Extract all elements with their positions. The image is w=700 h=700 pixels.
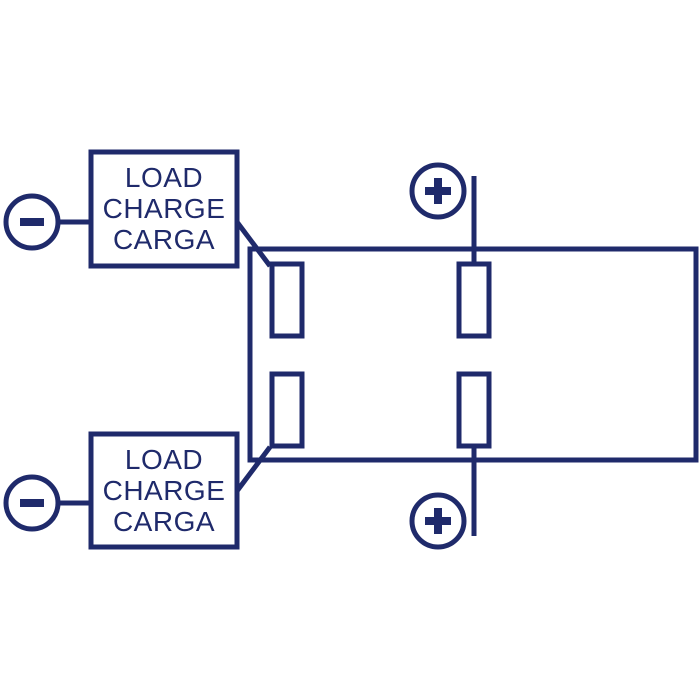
relay-body bbox=[247, 246, 699, 463]
load-label-line-2: CHARGE bbox=[103, 193, 226, 224]
load-label-line-3: CARGA bbox=[113, 506, 215, 537]
plus-circle-icon bbox=[409, 492, 467, 550]
negative-terminal-top bbox=[3, 193, 91, 251]
terminal-blade-top-right bbox=[456, 261, 492, 339]
plus-sign-vertical bbox=[434, 508, 442, 534]
load-label-line-3: CARGA bbox=[113, 224, 215, 255]
load-label-line-1: LOAD bbox=[125, 162, 203, 193]
load-box-top: LOAD CHARGE CARGA bbox=[88, 149, 240, 269]
plus-circle-icon bbox=[409, 162, 467, 220]
terminal-blade-bottom-right bbox=[456, 371, 492, 449]
wire-bottom-load-to-terminal bbox=[235, 445, 272, 493]
load-box-bottom: LOAD CHARGE CARGA bbox=[88, 431, 240, 550]
wire-top-load-to-terminal bbox=[235, 220, 272, 268]
positive-terminal-top bbox=[409, 162, 467, 220]
terminal-blade-bottom-left bbox=[269, 371, 305, 449]
minus-sign bbox=[20, 499, 44, 507]
load-box-top-frame bbox=[88, 149, 240, 269]
minus-sign bbox=[20, 218, 44, 226]
plus-sign-vertical bbox=[434, 178, 442, 204]
load-label-line-1: LOAD bbox=[125, 444, 203, 475]
positive-terminal-bottom bbox=[409, 492, 467, 550]
negative-terminal-bottom bbox=[3, 474, 91, 532]
load-label-line-2: CHARGE bbox=[103, 475, 226, 506]
terminal-blade-top-left bbox=[269, 261, 305, 339]
